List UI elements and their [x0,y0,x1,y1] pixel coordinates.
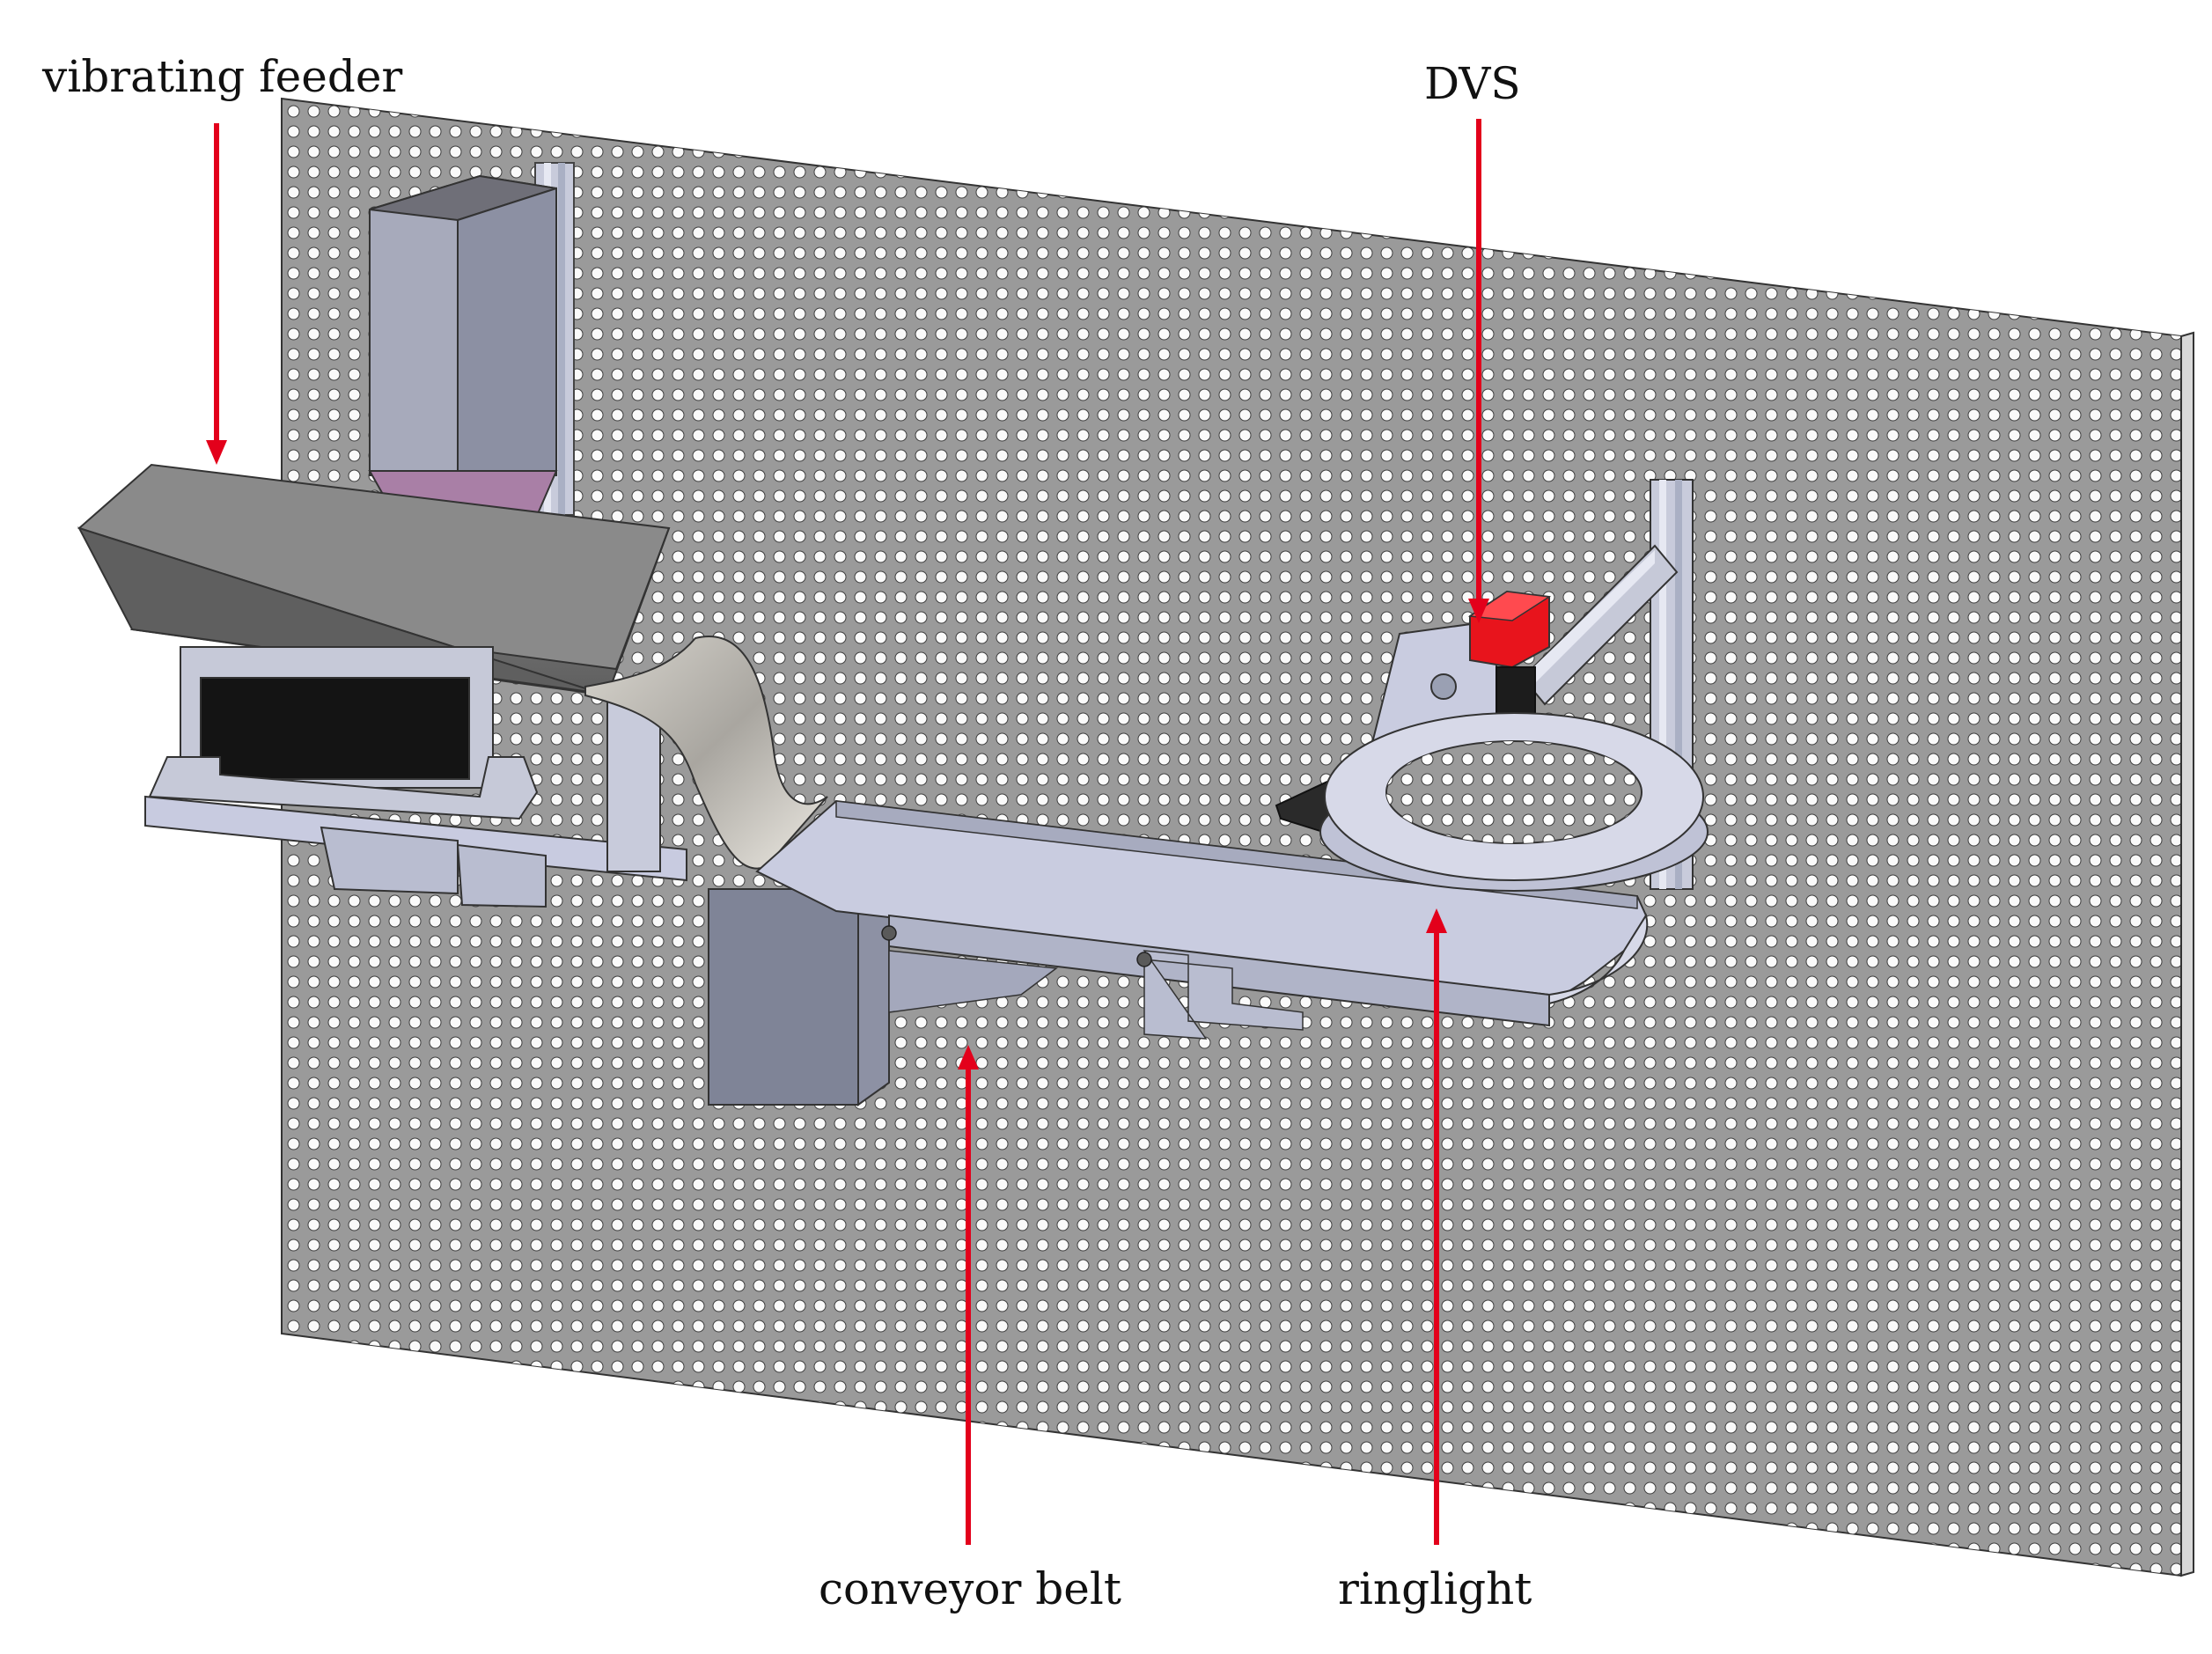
label-conveyor-belt: conveyor belt [819,1563,1121,1614]
arrow-dvs [1468,119,1489,623]
arrow-ringlight [1426,908,1447,1545]
chute [584,636,828,870]
arrow-conveyor-belt [958,1045,979,1545]
label-vibrating-feeder: vibrating feeder [42,51,403,102]
pegboard-panel [281,97,2194,1577]
ringlight-assembly [1275,712,1709,892]
label-ringlight: ringlight [1338,1563,1532,1614]
arrow-vibrating-feeder [206,123,227,465]
dvs-camera [1467,590,1552,721]
annotation-arrows [206,119,1489,1545]
label-dvs: DVS [1424,58,1521,109]
vibrating-feeder-assembly [77,463,687,908]
